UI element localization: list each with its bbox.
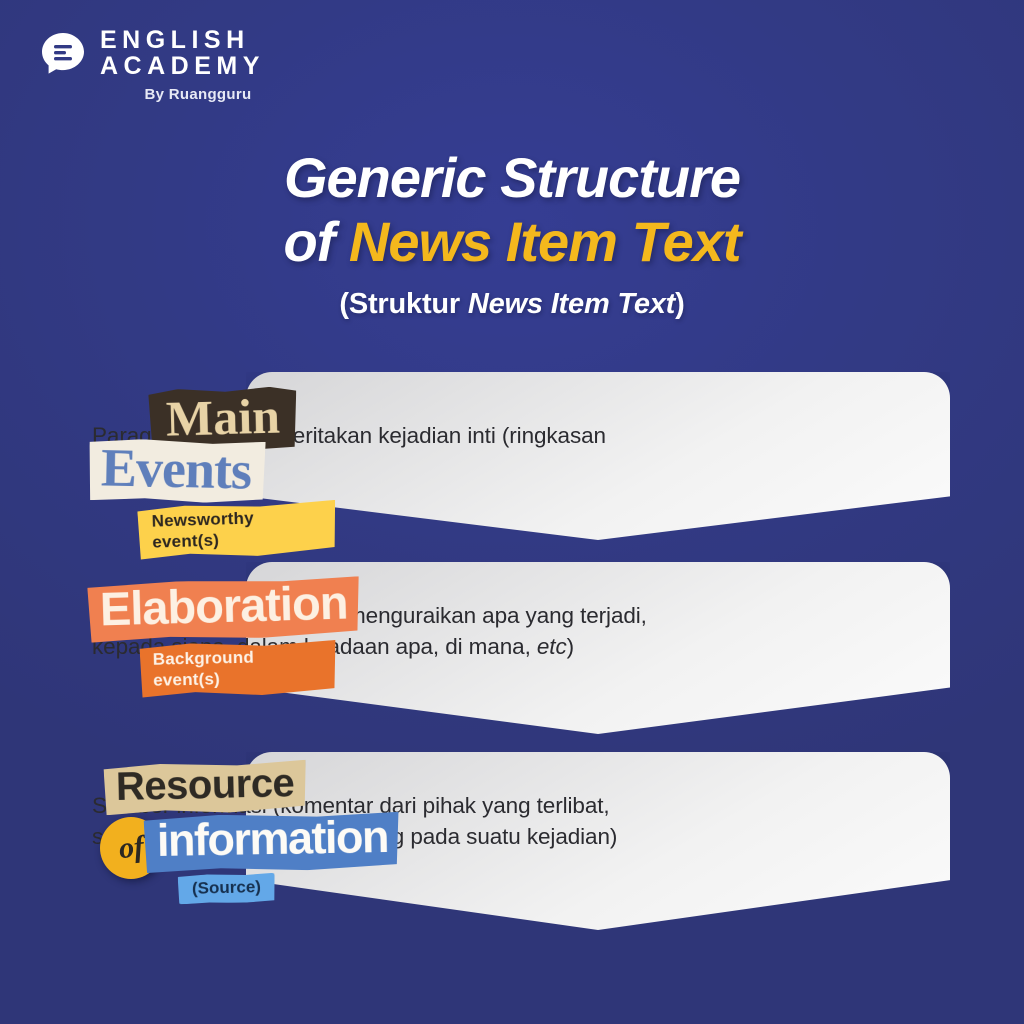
badge-newsworthy-tile: Newsworthy event(s) [137,500,337,560]
page-subtitle: (Struktur News Item Text) [0,288,1024,321]
brand-tagline: By Ruangguru [144,86,252,103]
badge-main-label: Main [165,387,281,447]
subtitle-italic: News Item Text [467,287,676,320]
structure-row-main-events: Paragraf yang menceritakan kejadian inti… [0,372,1024,562]
badge-events-label: Events [100,437,252,501]
badge-newsworthy-label: Newsworthy event(s) [151,508,255,552]
badge-elaboration-tile: Elaboration [87,576,360,642]
title-line-2-accent: News Item Text [348,209,742,273]
structure-row-resource-of-information: Sumber informasi (komentar dari pihak ya… [0,752,1024,952]
title-line-2: of News Item Text [0,210,1024,274]
panel-text-elaboration-italic: etc [536,634,567,660]
brand-logo-row: ENGLISH ACADEMY [40,26,265,80]
brand-wordmark: ENGLISH ACADEMY [100,26,265,80]
badge-resource-label: Resource [115,760,295,810]
badge-elaboration: Elaboration Background event(s) [86,580,336,700]
page-title: Generic Structure of News Item Text (Str… [0,146,1024,321]
badge-main-events: Main Events Newsworthy event(s) [86,388,336,538]
speech-bubble-lines-icon [42,32,84,74]
badge-events-tile: Events [88,438,265,504]
badge-information-label: information [156,810,389,866]
badge-background-tile: Background event(s) [139,640,336,698]
title-line-2-prefix: of [283,209,349,273]
badge-resource-tile: Resource [103,760,306,816]
badge-elaboration-label: Elaboration [99,575,349,636]
badge-background-label: Background event(s) [152,647,255,691]
badge-information-tile: information [144,812,400,873]
badge-source-tile: (Source) [178,873,276,905]
badge-of-label: of [116,829,146,866]
brand-logo: ENGLISH ACADEMY By Ruangguru [40,26,300,103]
subtitle-suffix: ) [675,287,685,320]
structure-row-elaboration: Latar belakang peristiwa (menguraikan ap… [0,562,1024,752]
brand-tagline-wrap: By Ruangguru [96,79,300,103]
structure-rows: Paragraf yang menceritakan kejadian inti… [0,372,1024,952]
subtitle-prefix: (Struktur [339,287,468,320]
brand-line-1: ENGLISH [100,26,250,54]
title-line-1: Generic Structure [283,146,741,209]
badge-resource-of-information: Resource of information (Source) [82,762,342,922]
badge-source-label: (Source) [191,877,262,898]
panel-text-elaboration-part2: ) [566,634,575,660]
brand-line-2: ACADEMY [100,51,265,80]
